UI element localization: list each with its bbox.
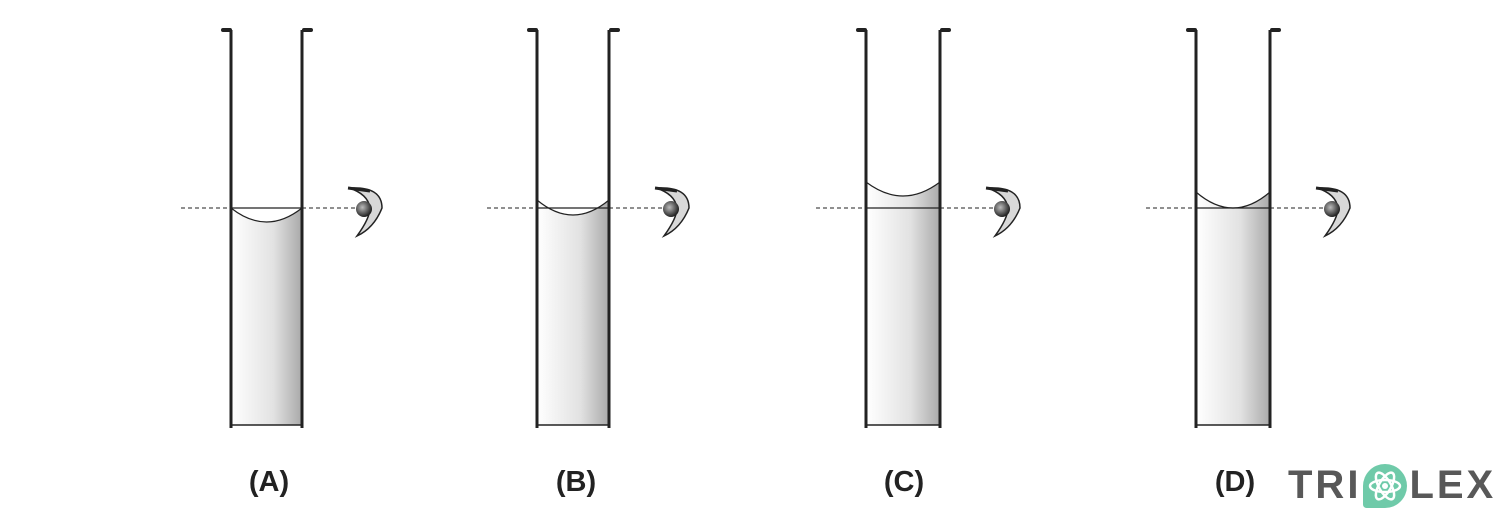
- eye-icon: [348, 187, 383, 237]
- eyelash: [347, 186, 371, 193]
- liquid: [1196, 192, 1270, 425]
- label-c: (C): [883, 466, 925, 498]
- eye-iris: [1324, 201, 1340, 217]
- eye-icon: [986, 187, 1021, 237]
- tube-cap: [302, 28, 313, 32]
- tube-cap: [940, 28, 951, 32]
- label-b: (B): [555, 466, 597, 498]
- tube-cap: [527, 28, 538, 32]
- liquid: [231, 208, 302, 425]
- eye-iris: [994, 201, 1010, 217]
- tube-cap: [1186, 28, 1197, 32]
- label-a: (A): [248, 466, 290, 498]
- watermark-logo: TRI LEX: [1288, 463, 1496, 508]
- tube-cap: [856, 28, 867, 32]
- liquid: [866, 182, 940, 425]
- atom-icon: [1363, 463, 1408, 508]
- eyelash: [654, 186, 678, 193]
- eyelash: [1315, 186, 1339, 193]
- eye-icon: [1316, 187, 1351, 237]
- liquid: [537, 200, 609, 425]
- eyelash: [985, 186, 1009, 193]
- tube-cap: [609, 28, 620, 32]
- eye-iris: [663, 201, 679, 217]
- tube-cap: [221, 28, 232, 32]
- logo-text-right: LEX: [1409, 463, 1497, 507]
- tube-cap: [1270, 28, 1281, 32]
- label-d: (D): [1214, 466, 1256, 498]
- meniscus: [230, 207, 303, 223]
- meniscus: [865, 181, 941, 197]
- meniscus: [536, 199, 610, 216]
- logo-text-left: TRI: [1288, 463, 1362, 507]
- eye-iris: [356, 201, 372, 217]
- eye-icon: [655, 187, 690, 237]
